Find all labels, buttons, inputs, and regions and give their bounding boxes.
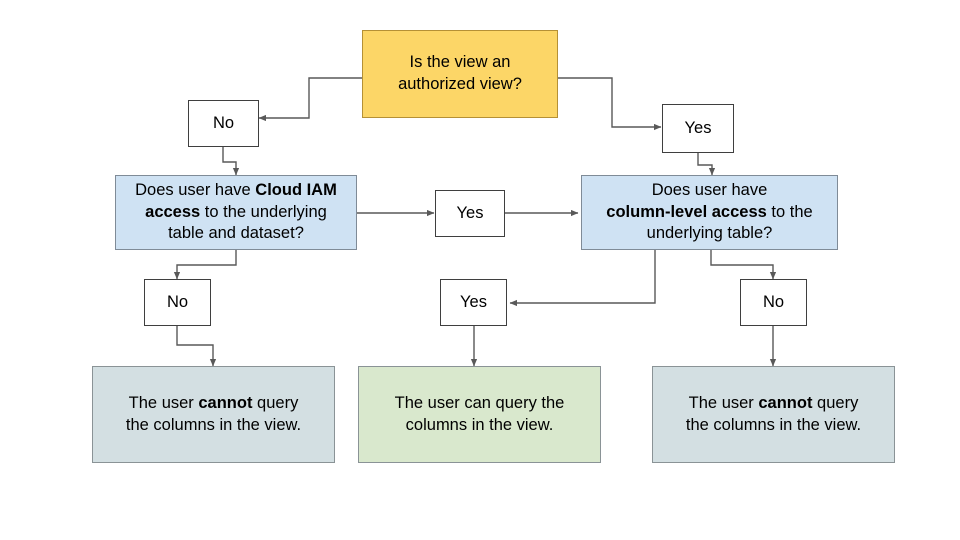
- deny-right-line2: the columns in the view.: [685, 415, 862, 434]
- iam-line3: table and dataset?: [168, 224, 304, 243]
- edge-iam-to-no-left: [173, 250, 237, 280]
- edge-no-to-iam-decision: [222, 147, 240, 176]
- node-label-no-lower-right[interactable]: No: [740, 279, 807, 326]
- iam-line1-bold: Cloud IAM: [255, 180, 337, 199]
- allow-line1: The user can query the: [394, 393, 565, 412]
- iam-line2-post: to the underlying: [200, 202, 327, 221]
- node-start-question-label: Is the view an authorized view?: [398, 53, 522, 93]
- node-label-no-lower-left-text: No: [166, 292, 189, 311]
- node-label-yes-top[interactable]: Yes: [662, 104, 734, 153]
- iam-line2-bold: access: [145, 202, 201, 221]
- deny-right-pre: The user: [688, 393, 759, 412]
- edge-yes-to-column-decision: [697, 153, 716, 176]
- node-decision-column-level-label: Does user have column-level access to the…: [600, 180, 818, 245]
- edge-no-left-to-deny-left: [176, 326, 217, 367]
- deny-left-bold: cannot: [198, 393, 253, 412]
- node-decision-cloud-iam[interactable]: Does user have Cloud IAM access to the un…: [115, 175, 357, 250]
- deny-left-line2: the columns in the view.: [125, 415, 302, 434]
- node-label-yes-top-text: Yes: [684, 118, 712, 137]
- edge-start-to-yes: [558, 77, 662, 131]
- allow-line2: columns in the view.: [405, 415, 554, 434]
- deny-left-post: query: [252, 393, 299, 412]
- deny-right-bold: cannot: [758, 393, 813, 412]
- iam-line1-pre: Does user have: [135, 180, 256, 199]
- edge-start-to-no: [258, 77, 362, 122]
- edge-column-to-no-right: [710, 250, 777, 280]
- deny-left-pre: The user: [128, 393, 199, 412]
- node-terminal-can-query-label: The user can query the columns in the vie…: [389, 393, 571, 437]
- node-terminal-cannot-query-left[interactable]: The user cannot query the columns in the …: [92, 366, 335, 463]
- deny-right-post: query: [812, 393, 859, 412]
- node-label-yes-lower-middle-text: Yes: [460, 292, 487, 311]
- node-label-yes-lower-middle[interactable]: Yes: [440, 279, 507, 326]
- node-terminal-cannot-query-left-label: The user cannot query the columns in the …: [120, 393, 307, 437]
- col-line2-post: to the: [766, 202, 813, 221]
- node-label-yes-middle-text: Yes: [456, 203, 484, 222]
- node-terminal-can-query[interactable]: The user can query the columns in the vie…: [358, 366, 601, 463]
- node-terminal-cannot-query-right[interactable]: The user cannot query the columns in the …: [652, 366, 895, 463]
- node-terminal-cannot-query-right-label: The user cannot query the columns in the …: [680, 393, 867, 437]
- edge-column-to-yes-bottom: [509, 250, 656, 307]
- node-label-no-top[interactable]: No: [188, 100, 259, 147]
- col-line1: Does user have: [651, 180, 768, 199]
- col-line3: underlying table?: [646, 224, 773, 243]
- node-decision-column-level[interactable]: Does user have column-level access to the…: [581, 175, 838, 250]
- node-label-no-lower-left[interactable]: No: [144, 279, 211, 326]
- node-label-yes-middle[interactable]: Yes: [435, 190, 505, 237]
- node-label-no-lower-right-text: No: [762, 292, 785, 311]
- node-start-question[interactable]: Is the view an authorized view?: [362, 30, 558, 118]
- node-label-no-top-text: No: [212, 113, 235, 132]
- node-decision-cloud-iam-label: Does user have Cloud IAM access to the un…: [129, 180, 343, 245]
- col-line2-bold: column-level access: [606, 202, 767, 221]
